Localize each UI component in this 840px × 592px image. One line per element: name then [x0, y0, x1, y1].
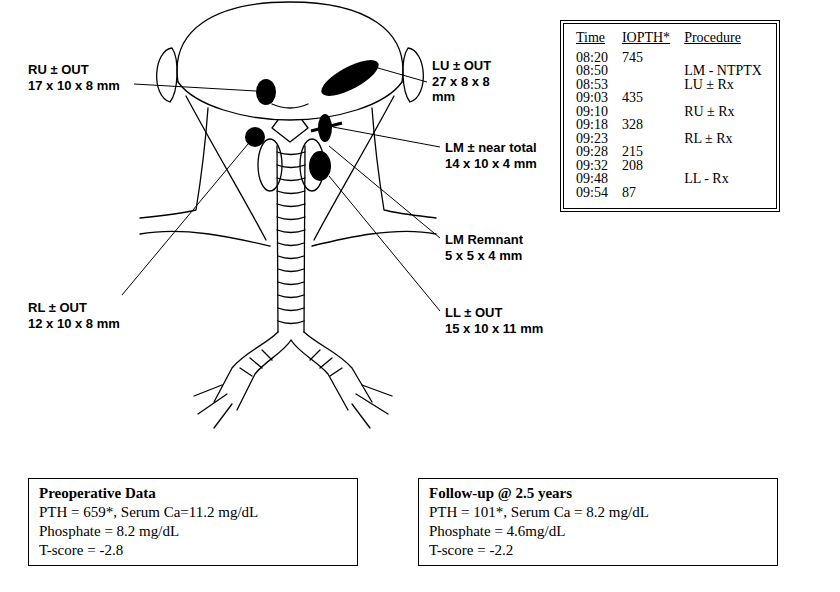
dimension-label: 17 x 10 x 8 mm	[28, 78, 120, 93]
neck-side	[372, 108, 436, 218]
gland-label: LU ± OUT	[432, 58, 491, 73]
bronchus-rings	[240, 350, 342, 376]
neck-side	[140, 108, 208, 218]
muscle-line	[186, 96, 266, 240]
leader-line	[333, 127, 440, 147]
data-line: Phosphate = 8.2 mg/dL	[39, 522, 347, 541]
leader-line	[329, 146, 440, 238]
ear	[403, 48, 423, 102]
dimension-label: 27 x 8 x 8 mm	[432, 74, 504, 104]
box-heading: Follow-up @ 2.5 years	[429, 484, 767, 503]
table-cell: LL - Rx	[684, 171, 729, 186]
gland	[317, 53, 384, 102]
gland	[309, 151, 331, 181]
clavicle	[140, 231, 270, 246]
table-cell: 87	[622, 185, 636, 200]
bronchus	[237, 340, 348, 410]
table-cell: RL ± Rx	[684, 131, 732, 146]
clavicle	[312, 231, 436, 246]
table-cell: LM - NTPTX	[684, 63, 762, 78]
table-cell: 09:48	[576, 171, 608, 186]
table-cell: 328	[622, 117, 643, 132]
leader-line	[378, 68, 427, 82]
data-box: Preoperative DataPTH = 659*, Serum Ca=11…	[28, 478, 358, 566]
table-cell: 208	[622, 158, 643, 173]
table-cell: 08:20	[576, 50, 608, 65]
table-cell: IOPTH*	[622, 30, 670, 45]
leader-lines	[122, 68, 440, 311]
table-cell: 08:50	[576, 63, 608, 78]
data-table: Time IOPTH* Procedure 08:20 745 08:50 LM - NTP…	[560, 20, 780, 212]
data-line: Phosphate = 4.6mg/dL	[429, 522, 767, 541]
leader-line	[122, 144, 248, 295]
trachea-rings	[277, 152, 305, 324]
table-cell: LU ± Rx	[684, 77, 734, 92]
table-cell: 09:10	[576, 104, 608, 119]
leader-line	[329, 176, 440, 311]
gland	[256, 79, 276, 105]
table-cell: 09:54	[576, 185, 608, 200]
data-line: T-score = -2.2	[429, 541, 767, 560]
dimension-label: 14 x 10 x 4 mm	[445, 156, 537, 171]
ear	[157, 48, 177, 102]
bronchus-branch	[194, 385, 392, 428]
neck-outline	[140, 2, 436, 428]
table-cell: RU ± Rx	[684, 104, 734, 119]
leader-line	[134, 84, 256, 91]
resection-line	[311, 123, 342, 131]
dimension-label: 15 x 10 x 11 mm	[445, 321, 543, 336]
lip	[272, 104, 308, 108]
table-cell: 08:53	[576, 77, 608, 92]
box-heading: Preoperative Data	[39, 484, 347, 503]
jaw-line	[178, 82, 402, 120]
parathyroid-glands	[245, 53, 383, 181]
table-cell: 09:18	[576, 117, 608, 132]
gland-label: LM Remnant	[445, 232, 523, 247]
table-cell: 215	[622, 144, 643, 159]
thyroid-cartilage	[272, 120, 308, 142]
table-cell: 09:32	[576, 158, 608, 173]
trachea	[277, 146, 305, 332]
gland-label: LM ± near total	[445, 140, 537, 155]
data-line: PTH = 101*, Serum Ca = 8.2 mg/dL	[429, 503, 767, 522]
gland-label: RU ± OUT	[28, 62, 89, 77]
data-box: Follow-up @ 2.5 yearsPTH = 101*, Serum C…	[418, 478, 778, 566]
table-cell: Procedure	[684, 30, 741, 45]
gland-label: LL ± OUT	[445, 305, 502, 320]
table-cell: 09:28	[576, 144, 608, 159]
table-cell: 745	[622, 50, 643, 65]
table-cell: 09:03	[576, 90, 608, 105]
gland-label: RL ± OUT	[28, 300, 87, 315]
dimension-label: 12 x 10 x 8 mm	[28, 316, 120, 331]
table-cell: 435	[622, 90, 643, 105]
table-cell: Time	[576, 30, 605, 45]
data-line: PTH = 659*, Serum Ca=11.2 mg/dL	[39, 503, 347, 522]
table-cell: 09:23	[576, 131, 608, 146]
dimension-label: 5 x 5 x 4 mm	[445, 248, 522, 263]
data-line: T-score = -2.8	[39, 541, 347, 560]
